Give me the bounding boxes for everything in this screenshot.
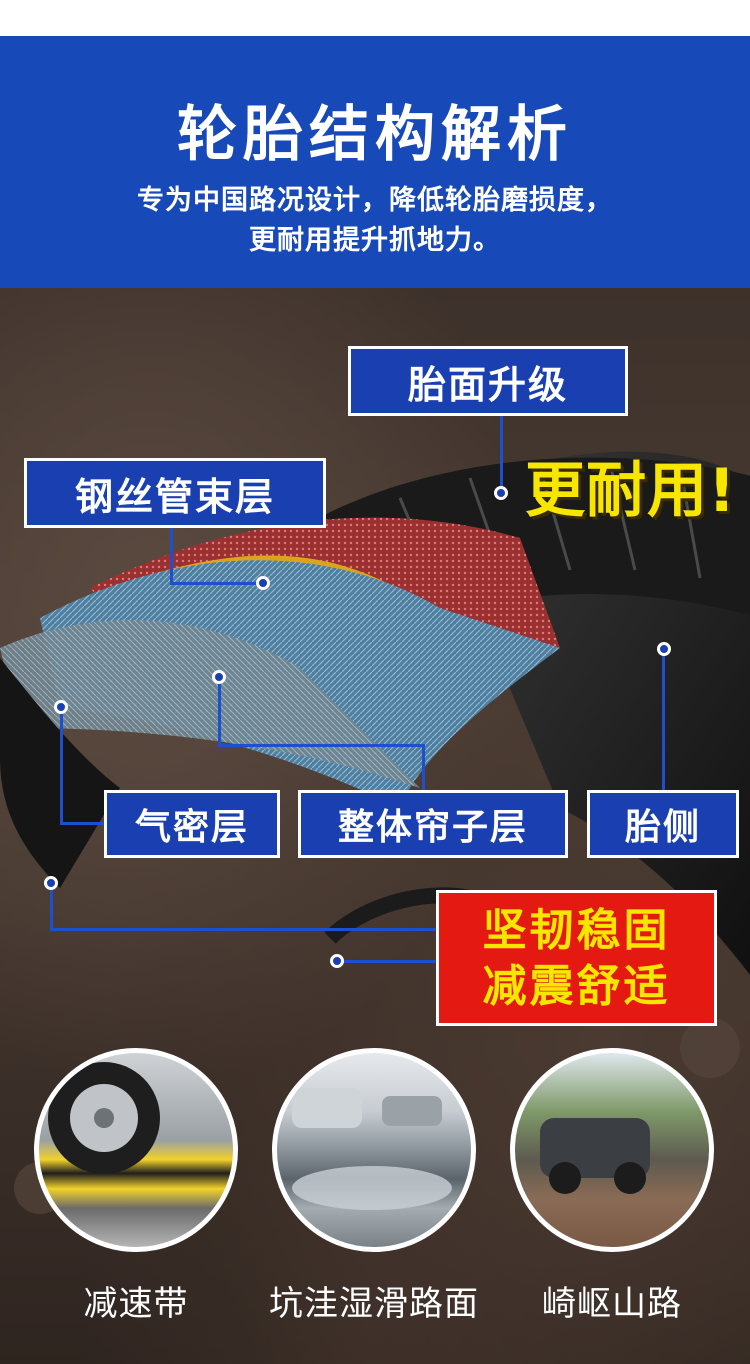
connector-steel-v bbox=[170, 518, 173, 584]
subtitle-line-2: 更耐用提升抓地力。 bbox=[249, 225, 501, 256]
sidewall-label: 胎侧 bbox=[587, 790, 739, 858]
connector-sidewall-v bbox=[662, 648, 665, 790]
connector-bead-v bbox=[50, 882, 53, 930]
tire-illustration-area: 胎面升级 钢丝管束层 气密层 整体帘子层 胎侧 更耐用! 坚韧稳固 减震舒适 减… bbox=[0, 288, 750, 1364]
sidewall-marker-dot bbox=[657, 642, 671, 656]
connector-liner-v bbox=[60, 706, 63, 824]
speed-bump-caption: 减速带 bbox=[83, 1284, 189, 1324]
connector-carcass-h bbox=[218, 744, 424, 747]
bead-marker-dot-left bbox=[44, 876, 58, 890]
feature-line-2: 减震舒适 bbox=[482, 961, 671, 1012]
connector-bead-h2 bbox=[336, 960, 436, 963]
inner-liner-label: 气密层 bbox=[104, 790, 280, 858]
feature-box: 坚韧稳固 减震舒适 bbox=[436, 890, 717, 1026]
connector-tread-v bbox=[500, 414, 503, 492]
carcass-marker-dot bbox=[212, 670, 226, 684]
connector-carcass-v1 bbox=[218, 676, 221, 746]
durable-slogan: 更耐用! bbox=[525, 456, 737, 526]
mountain-road-photo bbox=[510, 1048, 714, 1252]
connector-carcass-v2 bbox=[422, 744, 425, 790]
carcass-ply-label: 整体帘子层 bbox=[298, 790, 568, 858]
connector-bead-h bbox=[50, 928, 436, 931]
speed-bump-photo bbox=[34, 1048, 238, 1252]
connector-liner-h bbox=[60, 822, 106, 825]
inner-liner-marker-dot bbox=[54, 700, 68, 714]
steel-belt-label: 钢丝管束层 bbox=[24, 458, 326, 528]
bead-marker-dot-right bbox=[330, 954, 344, 968]
connector-steel-h bbox=[170, 582, 262, 585]
subtitle-line-1: 专为中国路况设计，降低轮胎磨损度， bbox=[137, 185, 613, 216]
feature-line-1: 坚韧稳固 bbox=[482, 905, 671, 956]
top-margin bbox=[0, 0, 750, 36]
header-banner: 轮胎结构解析 专为中国路况设计，降低轮胎磨损度， 更耐用提升抓地力。 bbox=[0, 36, 750, 288]
pothole-road-caption: 坑洼湿滑路面 bbox=[269, 1284, 479, 1324]
page-title: 轮胎结构解析 bbox=[177, 100, 573, 170]
mountain-road-caption: 崎岖山路 bbox=[542, 1284, 682, 1324]
tread-upgrade-label: 胎面升级 bbox=[348, 346, 628, 416]
tread-marker-dot bbox=[494, 486, 508, 500]
steel-belt-marker-dot bbox=[256, 576, 270, 590]
pothole-road-photo bbox=[272, 1048, 476, 1252]
